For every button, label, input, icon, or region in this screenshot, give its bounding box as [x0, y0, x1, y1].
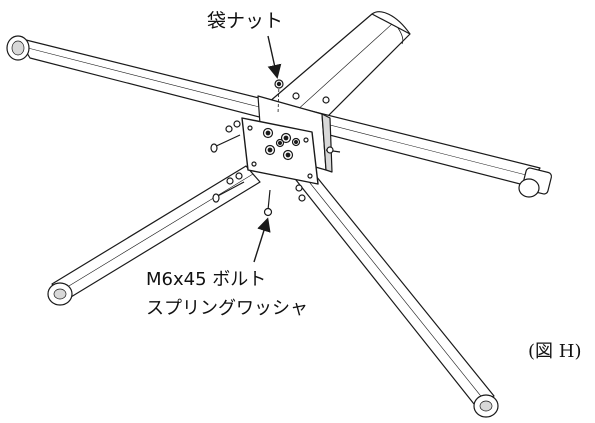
- cap-nut-arrow: [267, 35, 282, 79]
- spring-washer-label: スプリングワッシャ: [146, 298, 308, 319]
- mounting-plate: [241, 117, 319, 185]
- exploded-m6-bolt: [263, 184, 306, 217]
- cap-nut-label: 袋ナット: [207, 10, 284, 32]
- plate-bolt-heads: [262, 127, 301, 161]
- callout-arrows: [253, 35, 282, 263]
- exploded-cap-nut: [274, 79, 330, 115]
- bolt-arrow: [253, 217, 271, 263]
- exploded-bolt-right: [325, 146, 341, 154]
- leg-lower-left: [47, 165, 261, 306]
- leg-lower-right: [295, 175, 499, 418]
- exploded-bolt-lower-left: [212, 172, 245, 203]
- bolt-label: M6x45 ボルト: [146, 269, 267, 290]
- exploded-bolt-upper-left: [210, 120, 241, 153]
- figure-id-label: (図 H): [528, 341, 582, 362]
